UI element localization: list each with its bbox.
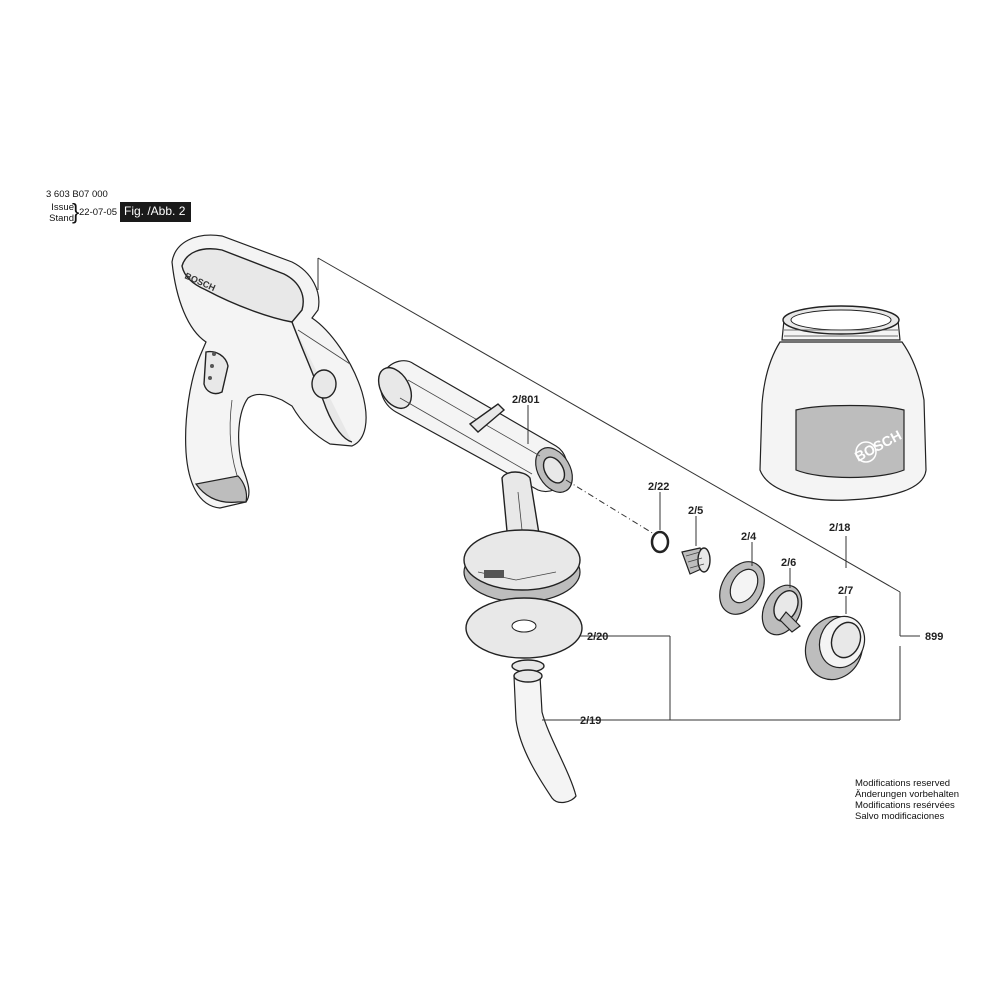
- issue-label-en: Issue: [51, 202, 74, 213]
- part-label-2-6: 2/6: [781, 557, 796, 569]
- issue-label-de: Stand: [49, 213, 74, 224]
- notice-line-en: Modifications reserved: [855, 778, 951, 789]
- part-label-899: 899: [925, 631, 943, 643]
- nozzle-cap: [761, 584, 803, 636]
- part-label-2-5: 2/5: [688, 505, 703, 517]
- part-label-2-4: 2/4: [741, 531, 757, 543]
- paint-container: BOSCH: [759, 305, 927, 501]
- modifications-notice: Modifications reserved Änderungen vorbeh…: [855, 778, 959, 822]
- suction-pipe: [511, 659, 577, 804]
- notice-line-de: Änderungen vorbehalten: [855, 789, 960, 800]
- part-label-2-20: 2/20: [587, 631, 608, 643]
- part-label-2-22: 2/22: [648, 481, 669, 493]
- spray-gun-handle: BOSCH: [171, 234, 367, 509]
- gasket-disc: [465, 597, 583, 659]
- spray-tube-assembly: [377, 360, 573, 550]
- issue-date: 22-07-05: [79, 207, 118, 218]
- part-label-2-19: 2/19: [580, 715, 601, 727]
- part-label-2-7: 2/7: [838, 585, 853, 597]
- figure-label: Fig. /Abb. 2: [120, 202, 192, 222]
- issue-brace: }: [72, 199, 80, 224]
- issue-label: Issue Stand: [46, 202, 74, 224]
- collar-ring: [463, 529, 581, 603]
- part-label-2-18: 2/18: [829, 522, 850, 534]
- air-cap: [719, 561, 765, 615]
- part-label-2-801: 2/801: [512, 394, 540, 406]
- notice-line-es: Salvo modificaciones: [855, 811, 945, 822]
- document-number: 3 603 B07 000: [46, 189, 108, 200]
- union-nut: [804, 615, 866, 681]
- o-ring: [650, 530, 670, 554]
- notice-line-fr: Modifications resérvées: [855, 800, 955, 811]
- nozzle: [681, 547, 711, 575]
- leader-lines: [317, 257, 920, 721]
